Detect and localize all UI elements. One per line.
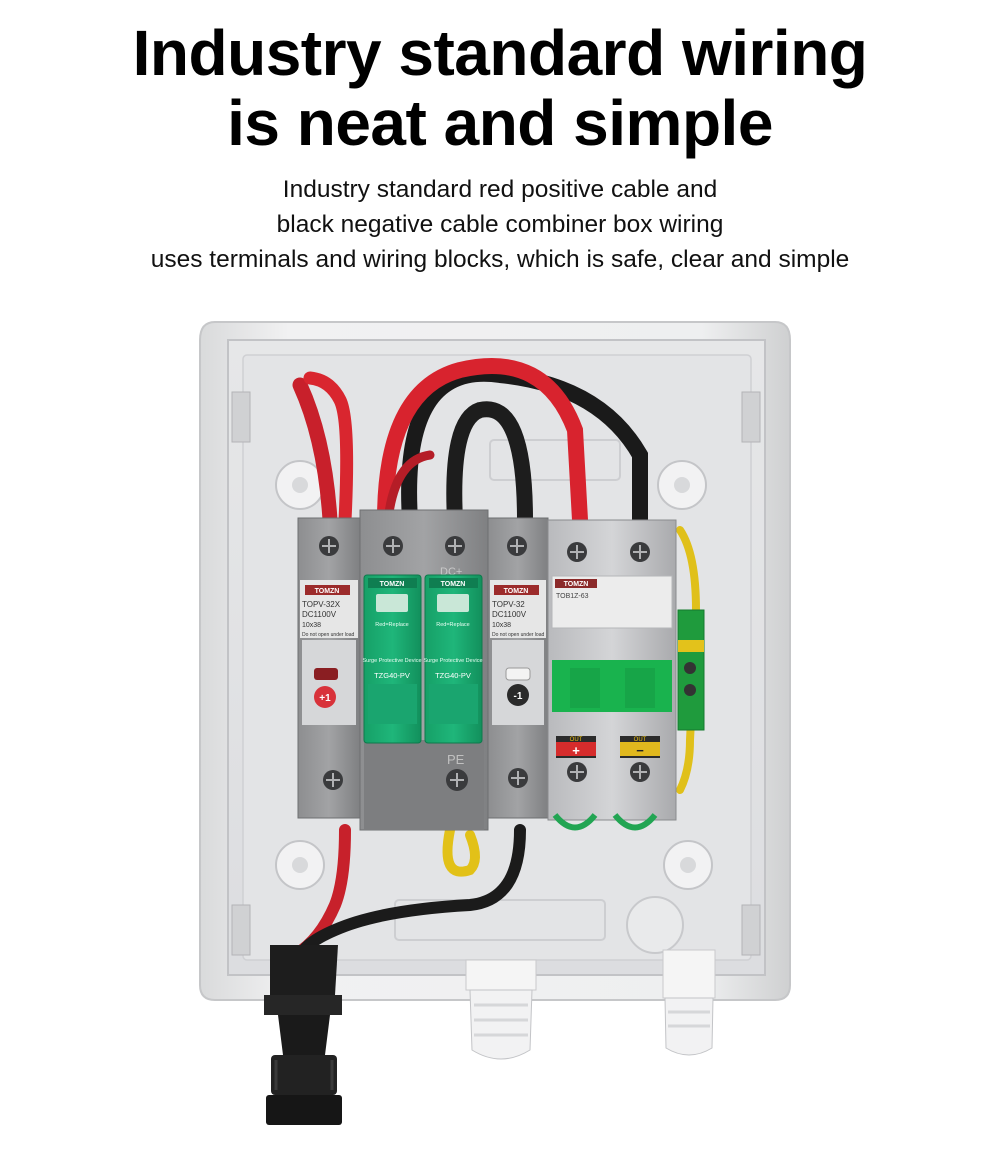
headline: Industry standard wiring is neat and sim…	[0, 18, 1000, 158]
fuse-right-brand: TOMZN	[504, 588, 529, 595]
breaker-out-plus-label: OUT	[570, 737, 583, 743]
spd-left-type: Surge Protective Device	[363, 658, 422, 664]
earth-terminal	[677, 609, 705, 731]
fuse-left-rating: DC1100V	[302, 610, 337, 619]
spd-base-label: PE	[447, 752, 465, 767]
dc-circuit-breaker: TOMZN TOB1Z-63 OUT + OUT −	[547, 519, 677, 831]
fuse-holder-right: TOMZN TOPV-32 DC1100V 10x38 Do not open …	[487, 517, 549, 819]
fuse-right-badge: -1	[514, 691, 523, 702]
fuse-right-rating: DC1100V	[492, 610, 527, 619]
wiring	[289, 358, 700, 966]
fuse-left-size: 10x38	[302, 622, 321, 629]
fuse-right-model: TOPV-32	[492, 600, 525, 609]
spd-left-brand: TOMZN	[380, 581, 405, 588]
headline-line-2: is neat and simple	[227, 87, 773, 159]
fuse-holder-left: TOMZN TOPV-32X DC1100V 10x38 Do not open…	[297, 517, 361, 819]
spd-left-replace: Red=Replace	[375, 622, 408, 628]
spd-right-replace: Red=Replace	[436, 622, 469, 628]
headline-line-1: Industry standard wiring	[132, 17, 868, 89]
combiner-box-photo: TOMZN TOPV-32X DC1100V 10x38 Do not open…	[199, 321, 791, 1125]
breaker-minus-symbol: −	[636, 743, 644, 758]
description-line-1: Industry standard red positive cable and	[282, 176, 718, 203]
spd-right-model: TZG40-PV	[435, 671, 471, 680]
fuse-left-warning: Do not open under load	[302, 632, 354, 638]
breaker-plus-symbol: +	[572, 743, 580, 758]
mounting-boss	[275, 460, 713, 890]
breaker-out-minus-label: OUT	[634, 737, 647, 743]
breaker-model: TOB1Z-63	[556, 593, 589, 600]
din-rail-devices: TOMZN TOPV-32X DC1100V 10x38 Do not open…	[297, 509, 705, 831]
cable-glands	[465, 949, 716, 1060]
surge-protector: DC+ PE TOMZN Red=Replace Surge Protectiv…	[359, 509, 489, 831]
fuse-left-model: TOPV-32X	[302, 600, 341, 609]
spd-right-type: Surge Protective Device	[424, 658, 483, 664]
fuse-left-badge: +1	[319, 693, 331, 704]
mc4-connector	[264, 945, 342, 1125]
spd-right-brand: TOMZN	[441, 581, 466, 588]
fuse-right-size: 10x38	[492, 622, 511, 629]
description: Industry standard red positive cable and…	[0, 172, 1000, 277]
fuse-right-warning: Do not open under load	[492, 632, 544, 638]
breaker-brand: TOMZN	[564, 581, 589, 588]
fuse-left-brand: TOMZN	[315, 588, 340, 595]
spd-left-model: TZG40-PV	[374, 671, 410, 680]
description-line-2: black negative cable combiner box wiring	[276, 211, 724, 238]
description-line-3: uses terminals and wiring blocks, which …	[150, 246, 850, 273]
